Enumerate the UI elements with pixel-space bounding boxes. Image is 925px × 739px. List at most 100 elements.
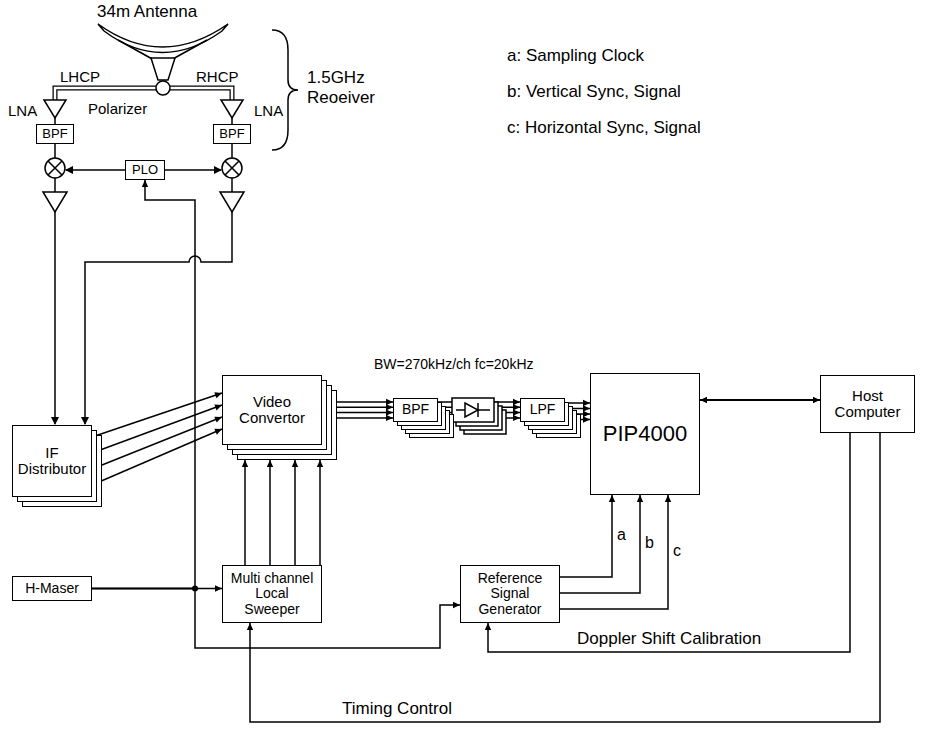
amplifier-symbol xyxy=(220,192,244,212)
arrowhead xyxy=(513,399,520,405)
feed-horn xyxy=(151,58,175,80)
wire xyxy=(700,399,820,401)
receiver-label: 1.5GHz Reoeiver xyxy=(305,68,391,107)
wire xyxy=(92,180,195,589)
sweeper-box: Multi channel Local Sweeper xyxy=(222,565,322,623)
part-label: LNA xyxy=(252,102,285,119)
box-text: Multi channel Local Sweeper xyxy=(226,571,318,617)
wire xyxy=(294,460,296,565)
antenna-label: 34m Antenna xyxy=(95,2,199,22)
waveguide xyxy=(55,88,232,100)
arrowhead xyxy=(813,397,820,403)
if-wire xyxy=(85,212,232,424)
diode-lead xyxy=(478,409,490,411)
bandwidth-note: BW=270kHz/ch fc=20kHz xyxy=(372,356,536,372)
box-text: PLO xyxy=(132,163,158,177)
if-wire xyxy=(54,212,56,424)
waveguide-inner xyxy=(170,88,232,100)
filter-box: BPF xyxy=(36,124,74,144)
wire xyxy=(560,495,668,609)
wire xyxy=(54,144,56,158)
converter-box: Video Convertor xyxy=(222,375,322,445)
box-text: BPF xyxy=(402,402,429,417)
filter-box: LPF xyxy=(520,398,565,422)
arrowhead xyxy=(215,585,222,591)
filter-box: BPF xyxy=(393,398,438,422)
arrowhead xyxy=(247,623,253,630)
connector-label: Doppler Shift Calibration xyxy=(575,629,763,649)
lna-symbol xyxy=(221,100,243,118)
arrowhead xyxy=(513,415,520,421)
legend-note: b: Vertical Sync, Signal xyxy=(505,82,683,102)
connector xyxy=(560,495,671,609)
connector xyxy=(560,495,615,577)
polarizer-symbol xyxy=(156,81,170,95)
arrowhead xyxy=(583,405,590,411)
lo-wire xyxy=(165,169,221,171)
waveguide-outer xyxy=(55,88,156,100)
waveguide-outer xyxy=(170,88,232,100)
box-text: PIP4000 xyxy=(603,422,687,446)
connector xyxy=(700,397,820,403)
box-text: Video Convertor xyxy=(226,394,318,427)
polarization-label: RHCP xyxy=(194,68,241,85)
connector xyxy=(242,460,323,565)
arrowhead xyxy=(665,495,671,502)
connector xyxy=(92,392,222,485)
mixer-symbol xyxy=(222,158,242,178)
arrowhead xyxy=(583,400,590,406)
mixer-symbol xyxy=(45,158,65,178)
connector-label: c xyxy=(671,542,683,560)
arrowhead xyxy=(214,404,222,410)
detector-box xyxy=(452,398,494,422)
lo-wire xyxy=(66,169,125,171)
strut xyxy=(118,40,154,60)
polarization-label: LHCP xyxy=(58,68,102,85)
arrowhead xyxy=(386,399,393,405)
arrowhead xyxy=(386,404,393,410)
detector-boxes xyxy=(452,398,506,434)
connector-label: b xyxy=(643,534,656,552)
arrowhead xyxy=(485,623,491,630)
wire xyxy=(92,417,222,469)
wire xyxy=(319,460,321,565)
receiver-chain xyxy=(43,100,244,424)
wire xyxy=(54,178,56,192)
arrowhead xyxy=(317,460,323,467)
computer-box: Host Computer xyxy=(820,375,915,433)
lna-symbol xyxy=(44,100,66,118)
legend-note: c: Horizontal Sync, Signal xyxy=(505,118,703,138)
arrowhead xyxy=(214,429,222,435)
wire xyxy=(560,495,612,577)
wire xyxy=(92,393,222,437)
amplifier-symbol xyxy=(43,192,67,212)
arrowhead xyxy=(637,495,643,502)
arrowhead xyxy=(242,460,248,467)
connector xyxy=(560,495,643,593)
box-text: LPF xyxy=(530,402,556,417)
distributor-box: IF Distributor xyxy=(12,425,92,497)
oscillator-box: PLO xyxy=(125,160,165,180)
arrowhead xyxy=(583,411,590,417)
arrowhead xyxy=(386,415,393,421)
arrowhead xyxy=(292,460,298,467)
arrowhead xyxy=(267,460,273,467)
diode-lead xyxy=(456,409,465,411)
box-text: Host Computer xyxy=(824,388,911,421)
part-label: Polarizer xyxy=(86,100,149,117)
arrowhead xyxy=(453,602,460,608)
box-text: IF Distributor xyxy=(16,445,88,478)
connector-label: Timing Control xyxy=(340,699,454,719)
filter-box: BPF xyxy=(213,124,251,144)
box-text: Reference Signal Generator xyxy=(464,571,556,617)
arrowhead xyxy=(513,409,520,415)
dish xyxy=(98,24,228,53)
arrowhead xyxy=(700,397,707,403)
wire xyxy=(244,460,246,565)
arrowhead xyxy=(609,495,615,502)
box-text: H-Maser xyxy=(25,581,79,596)
arrowhead xyxy=(214,392,222,398)
processor-box: PIP4000 xyxy=(590,373,700,495)
wire xyxy=(250,433,880,722)
mixer-cross xyxy=(48,161,62,175)
